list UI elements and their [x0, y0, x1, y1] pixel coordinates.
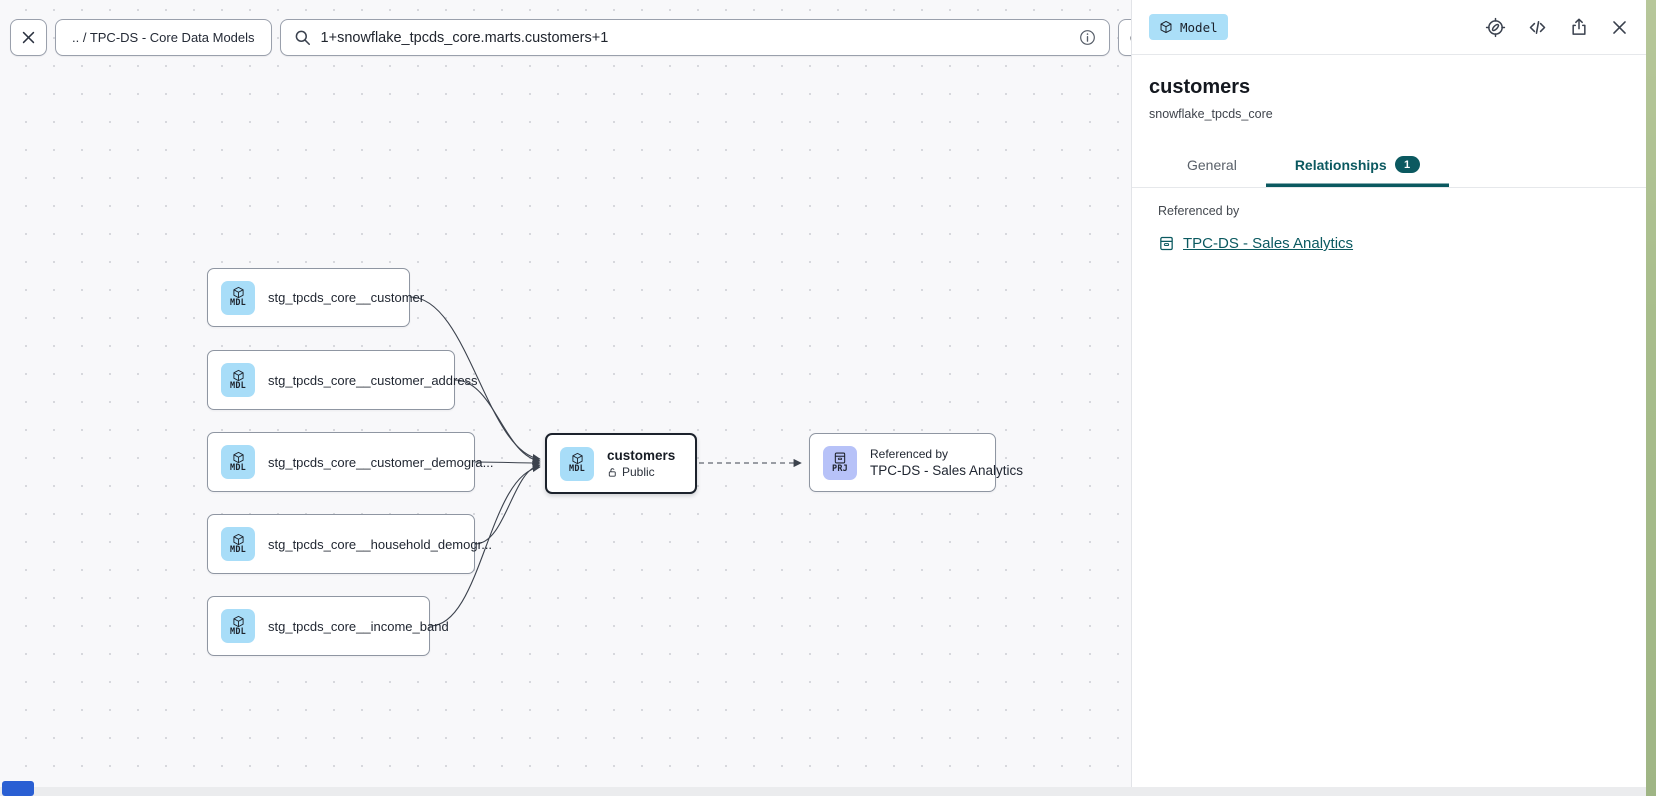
- node-label: stg_tpcds_core__customer: [268, 290, 425, 305]
- node-kicker: Referenced by: [870, 447, 949, 461]
- page-title: customers: [1149, 76, 1251, 98]
- bottom-left-blue-indicator: [2, 781, 34, 796]
- lineage-selector-input[interactable]: [320, 29, 1069, 46]
- code-icon: [1529, 20, 1546, 34]
- model-type-badge: MDL: [560, 446, 594, 481]
- tab-general[interactable]: General: [1158, 142, 1266, 187]
- node-label: stg_tpcds_core__customer_demogra...: [268, 454, 494, 470]
- details-panel-header: Model: [1132, 0, 1646, 55]
- breadcrumb[interactable]: .. / TPC-DS - Core Data Models: [55, 19, 272, 56]
- tab-label: General: [1187, 156, 1237, 173]
- node-label: stg_tpcds_core__customer_address: [268, 372, 478, 388]
- close-icon: [22, 31, 35, 44]
- panel-tabs: General Relationships 1: [1132, 142, 1646, 188]
- share-icon: [1572, 18, 1586, 35]
- referenced-by-label: Referenced by: [1158, 204, 1240, 218]
- lineage-node-tpcds-sales-analytics[interactable]: PRJ Referenced by TPC-DS - Sales Analyti…: [809, 433, 1023, 492]
- node-label: TPC-DS - Sales Analytics: [870, 463, 1024, 478]
- close-lineage-button[interactable]: [10, 19, 47, 56]
- cube-icon: [232, 451, 245, 464]
- close-panel-button[interactable]: [1610, 18, 1629, 37]
- window-bottom-edge: [0, 787, 1646, 796]
- resource-code: PRJ: [832, 463, 848, 474]
- tab-relationships[interactable]: Relationships 1: [1266, 142, 1449, 187]
- model-type-badge: MDL: [221, 527, 255, 561]
- lineage-search[interactable]: [279, 19, 1110, 56]
- lineage-node-customers-selected[interactable]: MDL customers Public: [545, 433, 697, 494]
- lineage-canvas[interactable]: .. / TPC-DS - Core Data Models MDL stg_t…: [0, 0, 1156, 796]
- project-icon: [1158, 235, 1175, 252]
- info-icon[interactable]: [1078, 28, 1097, 47]
- resource-type-label: Model: [1180, 19, 1218, 35]
- relationships-count-badge: 1: [1394, 156, 1420, 173]
- resource-code: MDL: [569, 464, 585, 475]
- cube-icon: [232, 533, 245, 546]
- tab-label: Relationships: [1294, 156, 1387, 173]
- referenced-by-link[interactable]: TPC-DS - Sales Analytics: [1183, 235, 1354, 252]
- lineage-node-stg-tpcds-core-income-band[interactable]: MDL stg_tpcds_core__income_band: [207, 596, 449, 656]
- compass-icon: [1485, 17, 1506, 37]
- cube-icon: [1159, 20, 1173, 34]
- model-type-badge: MDL: [221, 609, 255, 643]
- view-code-button[interactable]: [1527, 17, 1548, 38]
- resource-code: MDL: [230, 298, 246, 309]
- details-panel: Model: [1131, 0, 1646, 796]
- cube-icon: [232, 369, 245, 382]
- desktop-wallpaper-strip: [1646, 0, 1656, 796]
- archive-icon: [833, 451, 847, 465]
- lineage-node-stg-tpcds-core-customer-address[interactable]: MDL stg_tpcds_core__customer_address: [207, 350, 478, 410]
- access-label: Public: [622, 465, 655, 479]
- project-subtitle: snowflake_tpcds_core: [1149, 107, 1273, 121]
- node-label: stg_tpcds_core__household_demogr...: [268, 536, 493, 552]
- model-type-badge: MDL: [221, 445, 255, 479]
- resource-code: MDL: [230, 380, 246, 391]
- search-icon: [295, 30, 310, 45]
- resource-code: MDL: [230, 626, 246, 637]
- unlock-icon: [608, 467, 616, 477]
- model-type-badge: MDL: [221, 280, 255, 315]
- lineage-node-stg-tpcds-core-household-demographics[interactable]: MDL stg_tpcds_core__household_demogr...: [207, 514, 492, 574]
- node-title: customers: [607, 448, 676, 463]
- close-icon: [1613, 20, 1626, 34]
- lineage-edges: [409, 296, 802, 627]
- resource-code: MDL: [230, 462, 246, 473]
- lineage-node-stg-tpcds-core-customer-demographics[interactable]: MDL stg_tpcds_core__customer_demogra...: [207, 432, 493, 492]
- share-button[interactable]: [1569, 17, 1589, 37]
- lineage-node-stg-tpcds-core-customer[interactable]: MDL stg_tpcds_core__customer: [207, 268, 424, 327]
- breadcrumb-label: .. / TPC-DS - Core Data Models: [72, 30, 255, 45]
- model-type-badge: MDL: [221, 363, 255, 397]
- node-label: stg_tpcds_core__income_band: [268, 618, 449, 634]
- project-type-badge: PRJ: [823, 445, 857, 480]
- cube-icon: [232, 615, 245, 628]
- resource-type-badge: Model: [1149, 14, 1228, 40]
- explore-lineage-button[interactable]: [1485, 17, 1506, 38]
- lineage-toolbar: .. / TPC-DS - Core Data Models: [10, 19, 1156, 56]
- resource-code: MDL: [230, 544, 246, 555]
